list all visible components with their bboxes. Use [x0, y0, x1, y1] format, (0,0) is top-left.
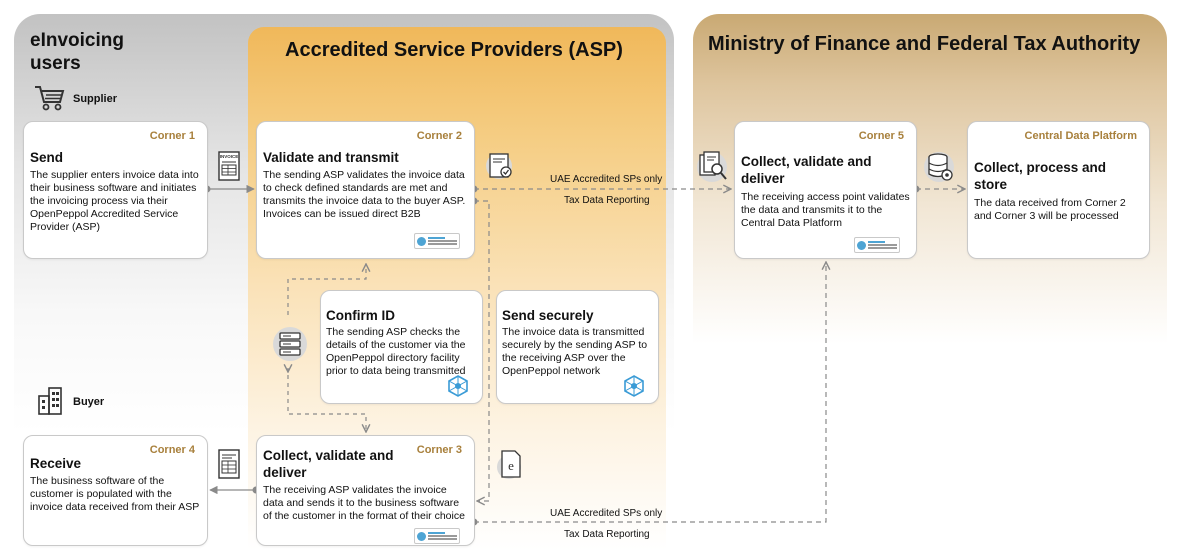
supplier-label: Supplier: [73, 93, 118, 105]
corner5-title: Collect, validate and deliver: [741, 154, 872, 186]
corner1-label: Corner 1: [149, 130, 195, 142]
send-securely-title: Send securely: [502, 308, 594, 323]
corner3-description: The receiving ASP validates the invoice …: [263, 484, 465, 522]
send-securely-card: Send securely The invoice data is transm…: [496, 290, 659, 404]
corner4-label: Corner 4: [149, 444, 195, 456]
corner5-description: The receiving access point validates the…: [741, 191, 910, 229]
ministry-panel: [693, 14, 1167, 550]
bottom-flow-label-upper: UAE Accredited SPs only: [550, 508, 663, 519]
ministry-panel-title: Ministry of Finance and Federal Tax Auth…: [708, 33, 1141, 55]
corner5-label: Corner 5: [858, 130, 904, 142]
top-flow-label-lower: Tax Data Reporting: [564, 195, 650, 206]
bottom-flow-label-lower: Tax Data Reporting: [564, 529, 650, 540]
confirm-id-card: Confirm ID The sending ASP checks the de…: [320, 290, 483, 404]
cdp-description: The data received from Corner 2 and Corn…: [974, 197, 1126, 222]
top-flow-label-upper: UAE Accredited SPs only: [550, 174, 663, 185]
invoice-icon-text: INVOICE: [220, 154, 239, 159]
peppol-access-point-badge: [414, 528, 460, 544]
send-title: Send: [30, 150, 64, 165]
central-data-platform-label: Central Data Platform: [1024, 130, 1137, 142]
cdp-title: Collect, process and store: [974, 160, 1107, 192]
document-search-icon: [697, 150, 729, 189]
send-description: The supplier enters invoice data into th…: [30, 169, 199, 233]
receive-title: Receive: [30, 456, 82, 471]
database-settings-icon: [924, 150, 956, 189]
corner3-label: Corner 3: [416, 444, 462, 456]
e-document-letter: e: [508, 458, 514, 473]
invoice-document-icon: INVOICE: [218, 151, 240, 186]
corner2-label: Corner 2: [416, 130, 462, 142]
send-securely-description: The invoice data is transmitted securely…: [502, 326, 648, 377]
confirm-id-description: The sending ASP checks the details of th…: [326, 326, 466, 377]
peppol-access-point-badge: [414, 233, 460, 249]
validate-to-corner3-arrow: [474, 200, 490, 501]
receipt-document-icon: [218, 449, 240, 484]
building-icon: [36, 386, 64, 421]
users-panel-title: eInvoicing users: [30, 30, 124, 74]
corner3-title: Collect, validate and deliver: [263, 448, 394, 480]
shopping-cart-icon: [33, 84, 65, 117]
e-document-icon: e: [497, 449, 525, 486]
validated-document-icon: [486, 151, 514, 186]
directory-down-arrow: [287, 375, 366, 432]
directory-up-arrow: [287, 264, 366, 315]
corner4-receive-card: Corner 4 Receive The business software o…: [23, 435, 208, 546]
corner1-send-card: Corner 1 Send The supplier enters invoic…: [23, 121, 208, 259]
peppol-network-icon: [623, 375, 645, 402]
asp-panel-title: Accredited Service Providers (ASP): [285, 39, 623, 61]
peppol-access-point-badge: [854, 237, 900, 253]
buyer-label: Buyer: [73, 396, 105, 408]
confirm-id-title: Confirm ID: [326, 308, 395, 323]
receive-description: The business software of the customer is…: [30, 475, 200, 513]
corner2-validate-card: Corner 2 Validate and transmit The sendi…: [256, 121, 475, 259]
validate-description: The sending ASP validates the invoice da…: [263, 169, 466, 220]
corner3-card: Corner 3 Collect, validate and deliver T…: [256, 435, 475, 546]
directory-server-icon: [273, 326, 307, 367]
corner3-to-corner5-arrow: [474, 262, 826, 523]
corner5-card: Corner 5 Collect, validate and deliver T…: [734, 121, 917, 259]
validate-title: Validate and transmit: [263, 150, 399, 165]
central-data-platform-card: Central Data Platform Collect, process a…: [967, 121, 1150, 259]
peppol-network-icon: [447, 375, 469, 402]
